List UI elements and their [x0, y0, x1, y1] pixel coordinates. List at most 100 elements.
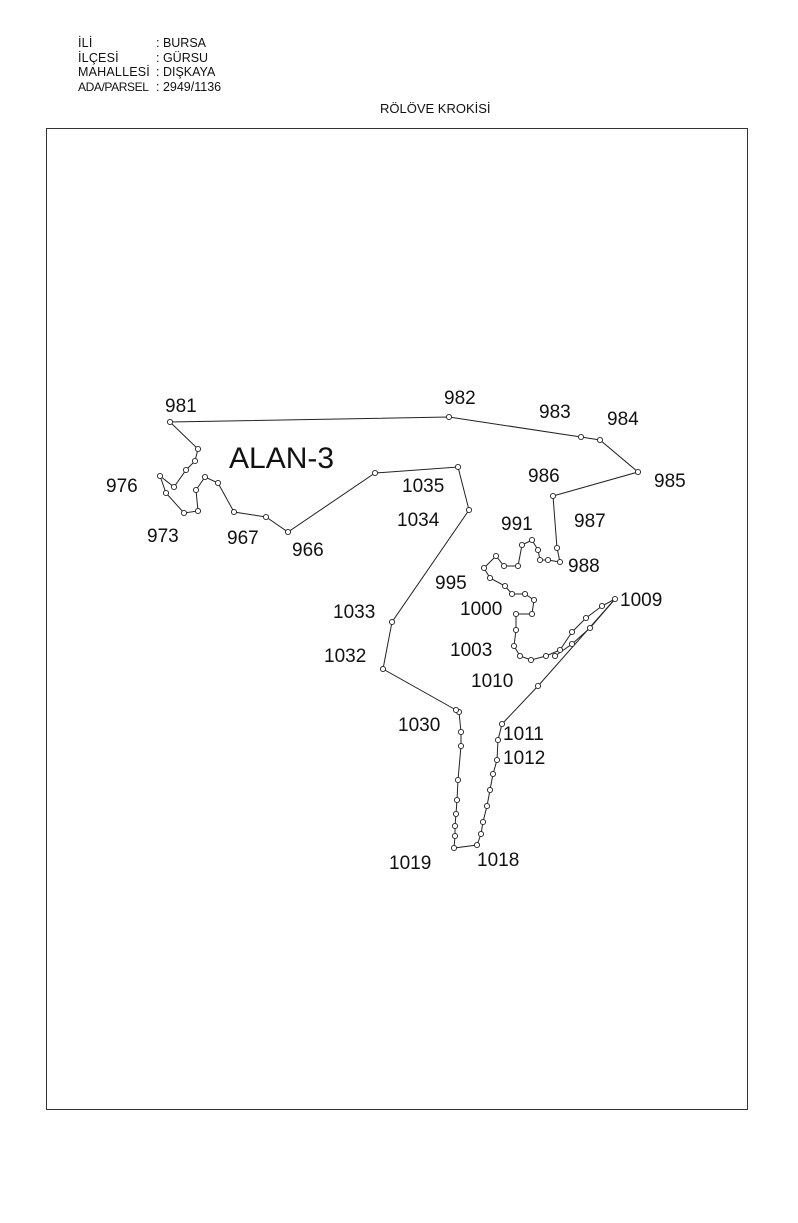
info-value: : BURSA [156, 36, 207, 50]
info-key: ADA/PARSEL [78, 79, 149, 94]
point-label-1003: 1003 [450, 640, 492, 661]
survey-point-marker [521, 590, 529, 598]
survey-point-marker [452, 706, 460, 714]
point-label-1030: 1030 [398, 715, 440, 736]
info-key: İLİ [78, 36, 93, 50]
survey-point-marker [479, 818, 487, 826]
survey-point-marker [483, 802, 491, 810]
point-label-976: 976 [106, 476, 138, 497]
survey-point-marker [192, 486, 200, 494]
survey-point-marker [454, 463, 462, 471]
survey-point-marker [486, 786, 494, 794]
survey-point-marker [586, 624, 594, 632]
point-label-981: 981 [165, 396, 197, 417]
survey-point-marker [553, 544, 561, 552]
point-label-991: 991 [501, 514, 533, 535]
survey-point-marker [577, 433, 585, 441]
survey-point-marker [486, 574, 494, 582]
survey-point-marker [194, 445, 202, 453]
point-label-1033: 1033 [333, 602, 375, 623]
survey-point-marker [214, 479, 222, 487]
survey-point-marker [501, 582, 509, 590]
survey-point-marker [453, 796, 461, 804]
info-row-ilce: İLÇESİ : GÜRSU [78, 51, 221, 66]
survey-point-marker [450, 844, 458, 852]
survey-point-marker [191, 457, 199, 465]
point-label-973: 973 [147, 526, 179, 547]
info-value: : DIŞKAYA [156, 65, 216, 79]
survey-point-marker [388, 618, 396, 626]
point-label-1035: 1035 [402, 476, 444, 497]
survey-point-marker [156, 472, 164, 480]
survey-point-marker [230, 508, 238, 516]
info-key: MAHALLESİ [78, 65, 150, 79]
survey-point-marker [498, 720, 506, 728]
survey-point-marker [542, 652, 550, 660]
sketch-frame [46, 128, 748, 1110]
parcel-info: İLİ : BURSA İLÇESİ : GÜRSU MAHALLESİ : D… [78, 36, 221, 94]
point-label-1010: 1010 [471, 671, 513, 692]
point-label-986: 986 [528, 466, 560, 487]
survey-point-marker [492, 552, 500, 560]
point-label-995: 995 [435, 573, 467, 594]
survey-point-marker [162, 489, 170, 497]
point-label-1032: 1032 [324, 646, 366, 667]
survey-point-marker [454, 776, 462, 784]
survey-point-marker [182, 466, 190, 474]
survey-point-marker [568, 628, 576, 636]
survey-point-marker [536, 556, 544, 564]
survey-point-marker [262, 513, 270, 521]
survey-point-marker [493, 756, 501, 764]
survey-point-marker [634, 468, 642, 476]
survey-point-marker [201, 473, 209, 481]
point-label-983: 983 [539, 402, 571, 423]
info-key: İLÇESİ [78, 50, 119, 65]
point-label-988: 988 [568, 556, 600, 577]
survey-point-marker [170, 483, 178, 491]
survey-point-marker [180, 509, 188, 517]
survey-point-marker [551, 652, 559, 660]
point-label-1018: 1018 [477, 850, 519, 871]
point-label-982: 982 [444, 388, 476, 409]
point-label-1034: 1034 [397, 510, 440, 531]
point-label-1012: 1012 [503, 748, 545, 769]
survey-point-marker [528, 610, 536, 618]
point-label-1019: 1019 [389, 853, 431, 874]
survey-point-marker [445, 413, 453, 421]
point-label-1009: 1009 [620, 590, 662, 611]
survey-point-marker [371, 469, 379, 477]
sketch-title: RÖLÖVE KROKİSİ [380, 101, 491, 116]
survey-point-marker [379, 665, 387, 673]
point-label-985: 985 [654, 471, 686, 492]
boundary-line [158, 416, 640, 849]
info-value: : 2949/1136 [156, 79, 222, 94]
survey-point-marker [284, 528, 292, 536]
survey-point-marker [512, 610, 520, 618]
survey-point-marker [451, 822, 459, 830]
survey-point-marker [534, 682, 542, 690]
survey-point-marker [514, 562, 522, 570]
survey-point-marker [510, 642, 518, 650]
parcel-boundary [158, 416, 640, 849]
info-value: : GÜRSU [156, 50, 209, 65]
survey-point-marker [465, 506, 473, 514]
survey-point-marker [568, 640, 576, 648]
survey-point-marker [452, 810, 460, 818]
survey-point-marker [500, 562, 508, 570]
point-label-987: 987 [574, 511, 606, 532]
point-label-984: 984 [607, 409, 639, 430]
area-label: ALAN-3 [229, 442, 334, 475]
survey-point-marker [530, 596, 538, 604]
survey-point-marker [451, 832, 459, 840]
survey-point-marker [166, 418, 174, 426]
survey-point-marker [596, 436, 604, 444]
survey-point-marker [528, 536, 536, 544]
point-label-1011: 1011 [503, 724, 544, 745]
survey-point-marker [516, 652, 524, 660]
info-row-ada-parsel: ADA/PARSEL : 2949/1136 [78, 80, 221, 95]
point-label-967: 967 [227, 528, 259, 549]
survey-point-marker [457, 742, 465, 750]
survey-point-marker [512, 626, 520, 634]
survey-point-marker [598, 602, 606, 610]
